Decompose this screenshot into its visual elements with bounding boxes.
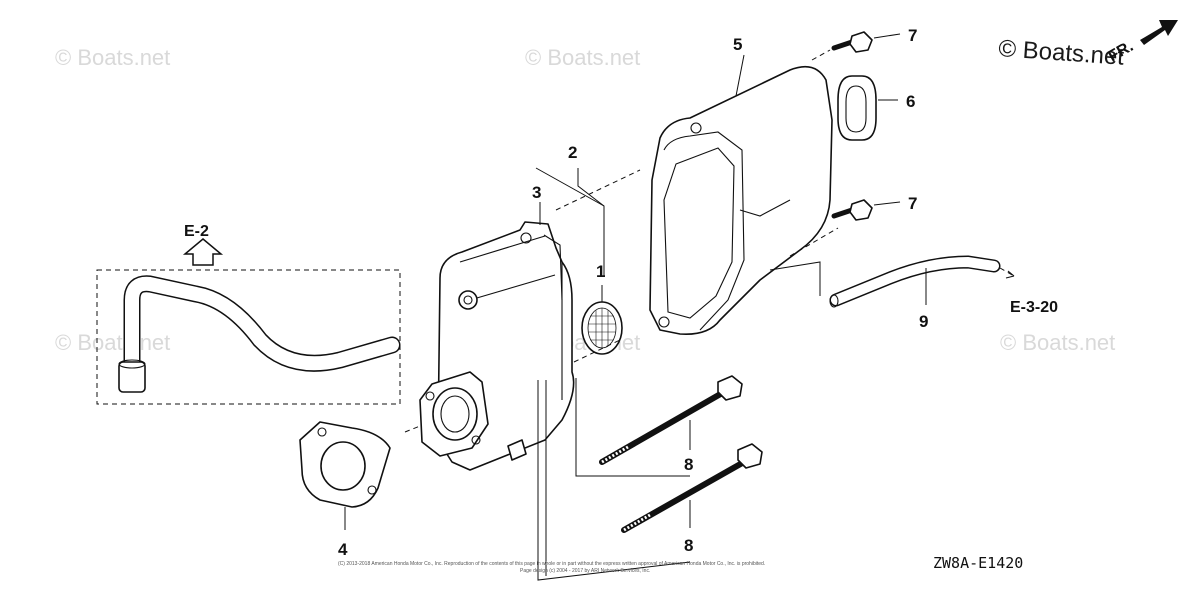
tube-9-arrow-icon bbox=[1005, 270, 1015, 279]
callout-9: 9 bbox=[919, 312, 928, 331]
bolt-8-lower-thread bbox=[623, 513, 651, 532]
callout-5: 5 bbox=[733, 35, 742, 54]
leader-5 bbox=[735, 54, 745, 97]
housing-top-edge bbox=[543, 234, 563, 301]
bolt-8-lower-head bbox=[737, 443, 763, 469]
tube-9-end bbox=[829, 294, 839, 308]
up-arrow-icon bbox=[182, 238, 224, 266]
silencer-housing bbox=[404, 221, 575, 471]
housing-intake-port bbox=[432, 387, 478, 441]
leader-2-bracket bbox=[577, 168, 605, 207]
gasket-port bbox=[320, 441, 366, 491]
long-bolt-part-8-lower: 8 bbox=[621, 443, 763, 555]
leader-7-lower bbox=[873, 201, 901, 206]
callout-8-upper: 8 bbox=[684, 455, 693, 474]
bolt-7-lower-head bbox=[849, 199, 873, 221]
gasket-hole-top bbox=[317, 427, 327, 437]
e2-tube-end-cap bbox=[118, 361, 146, 393]
bolt-7-lower-shank bbox=[831, 207, 855, 219]
tube-9-fill bbox=[831, 256, 999, 305]
diagram-code: ZW8A-E1420 bbox=[933, 554, 1023, 572]
cover-part-5: 5 bbox=[649, 35, 833, 336]
bolt-7-upper-axis bbox=[811, 49, 831, 61]
callout-7-lower: 7 bbox=[908, 194, 917, 213]
bolt-7-upper-shank bbox=[831, 39, 855, 51]
bolt-7-lower-axis bbox=[789, 227, 839, 257]
callout-2: 2 bbox=[568, 143, 577, 162]
long-bolt-part-8-upper: 8 bbox=[599, 375, 743, 474]
flange-hole-left bbox=[425, 391, 435, 401]
cover-gasket-groove bbox=[663, 147, 735, 319]
callout-3: 3 bbox=[532, 183, 541, 202]
bolt-8-upper-thread bbox=[601, 445, 629, 464]
screen-mesh-lines bbox=[588, 308, 616, 348]
reference-e320: E-3-20 bbox=[1010, 299, 1058, 316]
callout-4: 4 bbox=[338, 540, 348, 559]
watermark-top-center: © Boats.net bbox=[525, 45, 640, 70]
legal-line-1: (C) 2013-2018 American Honda Motor Co., … bbox=[338, 561, 765, 567]
callout-8-lower: 8 bbox=[684, 536, 693, 555]
cover-body bbox=[649, 65, 833, 336]
gasket-part-4: 4 bbox=[299, 421, 391, 559]
bolt-8-lower-shank bbox=[621, 459, 747, 533]
grommet-inner bbox=[845, 85, 867, 133]
screen-part-1: 1 bbox=[581, 262, 623, 355]
assembly-axis-upper bbox=[555, 169, 641, 211]
reference-e2: E-2 bbox=[184, 223, 209, 240]
bolt-8-upper-head bbox=[717, 375, 743, 401]
housing-mount-hole bbox=[458, 290, 478, 310]
flange-hole-right bbox=[471, 435, 481, 445]
bracket-leader-right bbox=[769, 261, 821, 296]
breather-tube-part-9: 9 E-3-20 bbox=[829, 255, 1058, 331]
bolt-guide-upper bbox=[575, 378, 690, 477]
front-arrow-icon bbox=[1140, 20, 1178, 45]
legal-line-2: Page design (c) 2004 - 2017 by ARI Netwo… bbox=[520, 568, 650, 574]
cover-hole-bottom bbox=[658, 316, 670, 328]
housing-top-hole bbox=[520, 232, 532, 244]
housing-gasket-axis bbox=[404, 425, 421, 433]
bolt-guide-lower bbox=[537, 380, 691, 581]
bolt-part-7-lower: 7 bbox=[831, 194, 917, 221]
watermark-top-left: © Boats.net bbox=[55, 45, 170, 70]
e2-tube-fill bbox=[125, 276, 399, 375]
bolt-8-upper-shank bbox=[599, 389, 727, 465]
callout-7-upper: 7 bbox=[908, 26, 917, 45]
cover-step bbox=[739, 199, 791, 217]
housing-mount-hole-inner bbox=[463, 295, 473, 305]
e2-dashed-box bbox=[96, 269, 401, 405]
e2-tube-group: E-2 bbox=[96, 223, 401, 405]
leader-7-upper bbox=[873, 33, 901, 39]
e2-tube-cap-rim bbox=[118, 359, 146, 369]
cover-hole-top bbox=[690, 122, 702, 134]
gasket-hole-bottom bbox=[367, 485, 377, 495]
bolt-part-7-upper: 7 bbox=[831, 26, 917, 53]
watermark-mid-right: © Boats.net bbox=[1000, 330, 1115, 355]
callout-6: 6 bbox=[906, 92, 915, 111]
callout-1: 1 bbox=[596, 262, 605, 281]
cover-inner-edge bbox=[663, 131, 745, 331]
bolt-7-upper-head bbox=[849, 31, 873, 53]
watermark-mid-left: © Boats.net bbox=[55, 330, 170, 355]
grommet-part-6: 6 bbox=[837, 75, 915, 141]
housing-drain-nub bbox=[507, 439, 527, 461]
housing-intake-port-inner bbox=[440, 395, 470, 433]
